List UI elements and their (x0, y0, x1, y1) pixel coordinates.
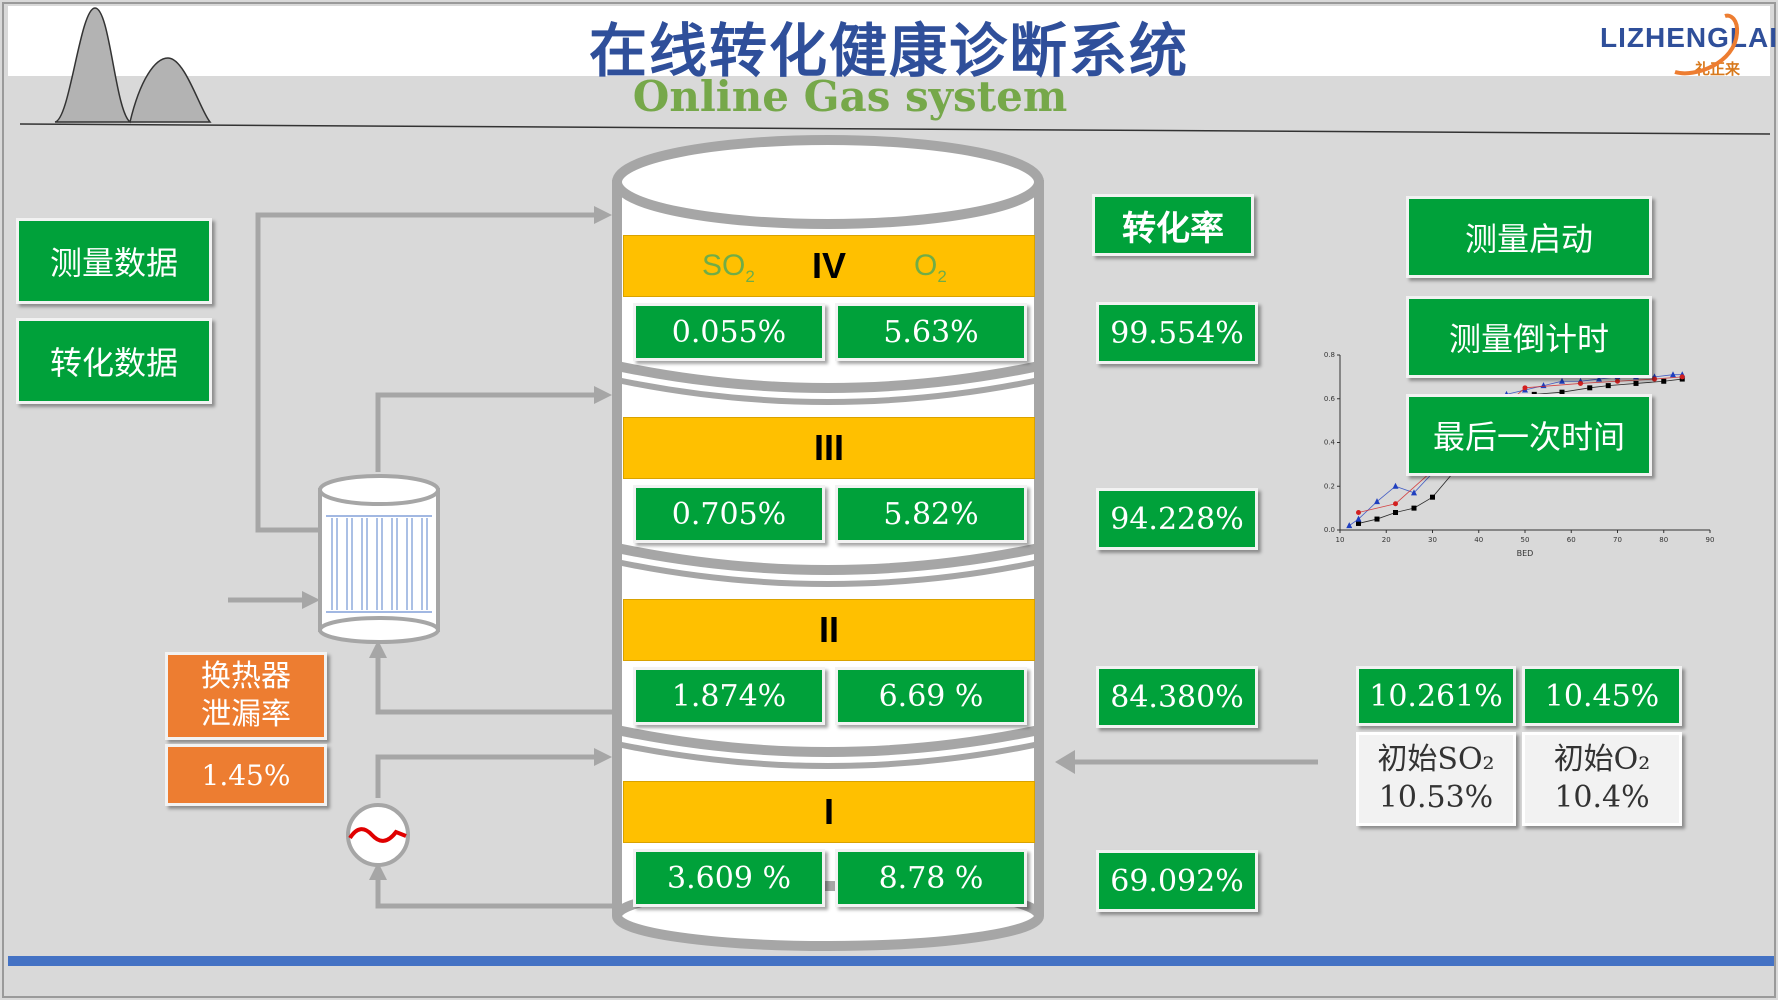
measure-data-button[interactable]: 测量数据 (16, 218, 212, 304)
x-tick-label: 80 (1659, 536, 1668, 544)
data-point (1393, 501, 1398, 507)
logo-swoosh-icon (1674, 13, 1740, 76)
bed-iv-rate-value: 99.554% (1096, 302, 1258, 364)
so2-label: SO2 (702, 249, 755, 286)
data-point (1411, 489, 1417, 496)
conversion-data-button[interactable]: 转化数据 (16, 318, 212, 404)
bed-iv-so2-value: 0.055% (633, 303, 825, 361)
x-axis-label: BED (1517, 549, 1534, 558)
bed-ii-o2-value: 6.69 % (835, 667, 1027, 725)
data-point (1559, 377, 1565, 384)
bed-i-o2-value: 8.78 % (835, 849, 1027, 907)
initial-so2-value: 10.53% (1378, 780, 1494, 815)
bed-iv-band: SO2 IV O2 (623, 235, 1035, 297)
y-tick-label: 0.4 (1324, 439, 1336, 447)
exchanger-leak-label-line2: 泄漏率 (201, 697, 291, 732)
x-tick-label: 30 (1428, 536, 1437, 544)
data-point (1652, 376, 1657, 382)
inlet-so2-value: 10.261% (1356, 666, 1516, 726)
initial-o2-box: 初始O₂ 10.4% (1522, 732, 1682, 826)
data-point (1596, 375, 1602, 382)
bed-i-so2-value: 3.609 % (633, 849, 825, 907)
o2-label: O2 (914, 249, 947, 286)
y-tick-label: 0.8 (1324, 351, 1335, 359)
measure-countdown-button[interactable]: 测量倒计时 (1406, 296, 1652, 378)
brand-logo-cn: 礼正来 (1695, 60, 1741, 78)
bed-iii-so2-value: 0.705% (633, 485, 825, 543)
piping (228, 212, 1318, 909)
data-point (1355, 515, 1362, 522)
initial-o2-value: 10.4% (1554, 780, 1650, 815)
arrowheads (302, 206, 1075, 880)
initial-so2-box: 初始SO₂ 10.53% (1356, 732, 1516, 826)
bed-i-band: I (623, 781, 1035, 843)
data-point (1578, 380, 1583, 386)
bed-iv-o2-value: 5.63% (835, 303, 1027, 361)
exchanger-leak-value: 1.45% (165, 744, 327, 806)
peak-logo-icon (54, 7, 212, 124)
data-point (1346, 522, 1353, 529)
data-point (1374, 516, 1380, 522)
data-point (1661, 378, 1667, 384)
data-point (1559, 389, 1565, 395)
bed-iii-rate-value: 94.228% (1096, 488, 1258, 550)
data-point (1374, 498, 1380, 505)
x-tick-label: 70 (1613, 536, 1622, 544)
page-subtitle: Online Gas system (632, 72, 1068, 121)
inlet-o2-value: 10.45% (1522, 666, 1682, 726)
bed-iii-o2-value: 5.82% (835, 485, 1027, 543)
y-tick-label: 0.2 (1324, 482, 1335, 490)
y-tick-label: 0.0 (1324, 526, 1335, 534)
heat-exchanger-icon (318, 474, 440, 644)
initial-o2-label: 初始O₂ (1553, 742, 1651, 777)
bed-iii-band: III (623, 417, 1035, 479)
y-tick-label: 0.6 (1324, 395, 1336, 403)
data-point (1356, 510, 1361, 515)
bed-iii-numeral: III (813, 427, 844, 468)
bed-i-numeral: I (823, 791, 834, 832)
measure-start-button[interactable]: 测量启动 (1406, 196, 1652, 278)
bed-ii-numeral: II (818, 609, 839, 650)
brand-logo: LIZHENGLAI (1600, 22, 1778, 53)
x-tick-label: 60 (1567, 536, 1576, 544)
data-point (1587, 385, 1593, 391)
page-title: 在线转化健康诊断系统 (588, 17, 1189, 85)
data-point (1356, 520, 1361, 526)
data-point (1615, 378, 1620, 384)
heater-icon (346, 803, 410, 867)
exchanger-leak-label: 换热器 泄漏率 (165, 652, 327, 740)
bed-ii-band: II (623, 599, 1035, 661)
data-point (1633, 380, 1639, 386)
x-tick-label: 90 (1706, 536, 1715, 544)
initial-so2-label: 初始SO₂ (1377, 742, 1495, 777)
exchanger-leak-label-line1: 换热器 (201, 659, 291, 694)
bed-i-rate-value: 69.092% (1096, 850, 1258, 912)
data-point (1411, 505, 1417, 511)
data-point (1430, 494, 1435, 500)
footer-bar (8, 956, 1774, 966)
x-tick-label: 10 (1336, 536, 1345, 544)
data-point (1605, 383, 1611, 389)
bed-iv-numeral: IV (811, 245, 846, 286)
last-time-button[interactable]: 最后一次时间 (1406, 394, 1652, 476)
x-tick-label: 50 (1521, 536, 1530, 544)
bed-ii-rate-value: 84.380% (1096, 666, 1258, 728)
header-divider (19, 123, 1771, 135)
data-point (1670, 371, 1676, 378)
x-tick-label: 40 (1474, 536, 1483, 544)
bed-ii-so2-value: 1.874% (633, 667, 825, 725)
data-point (1392, 482, 1399, 489)
x-tick-label: 20 (1382, 536, 1391, 544)
conversion-rate-header: 转化率 (1092, 194, 1254, 256)
data-point (1393, 510, 1398, 515)
data-point (1522, 385, 1528, 391)
data-point (1679, 374, 1685, 380)
